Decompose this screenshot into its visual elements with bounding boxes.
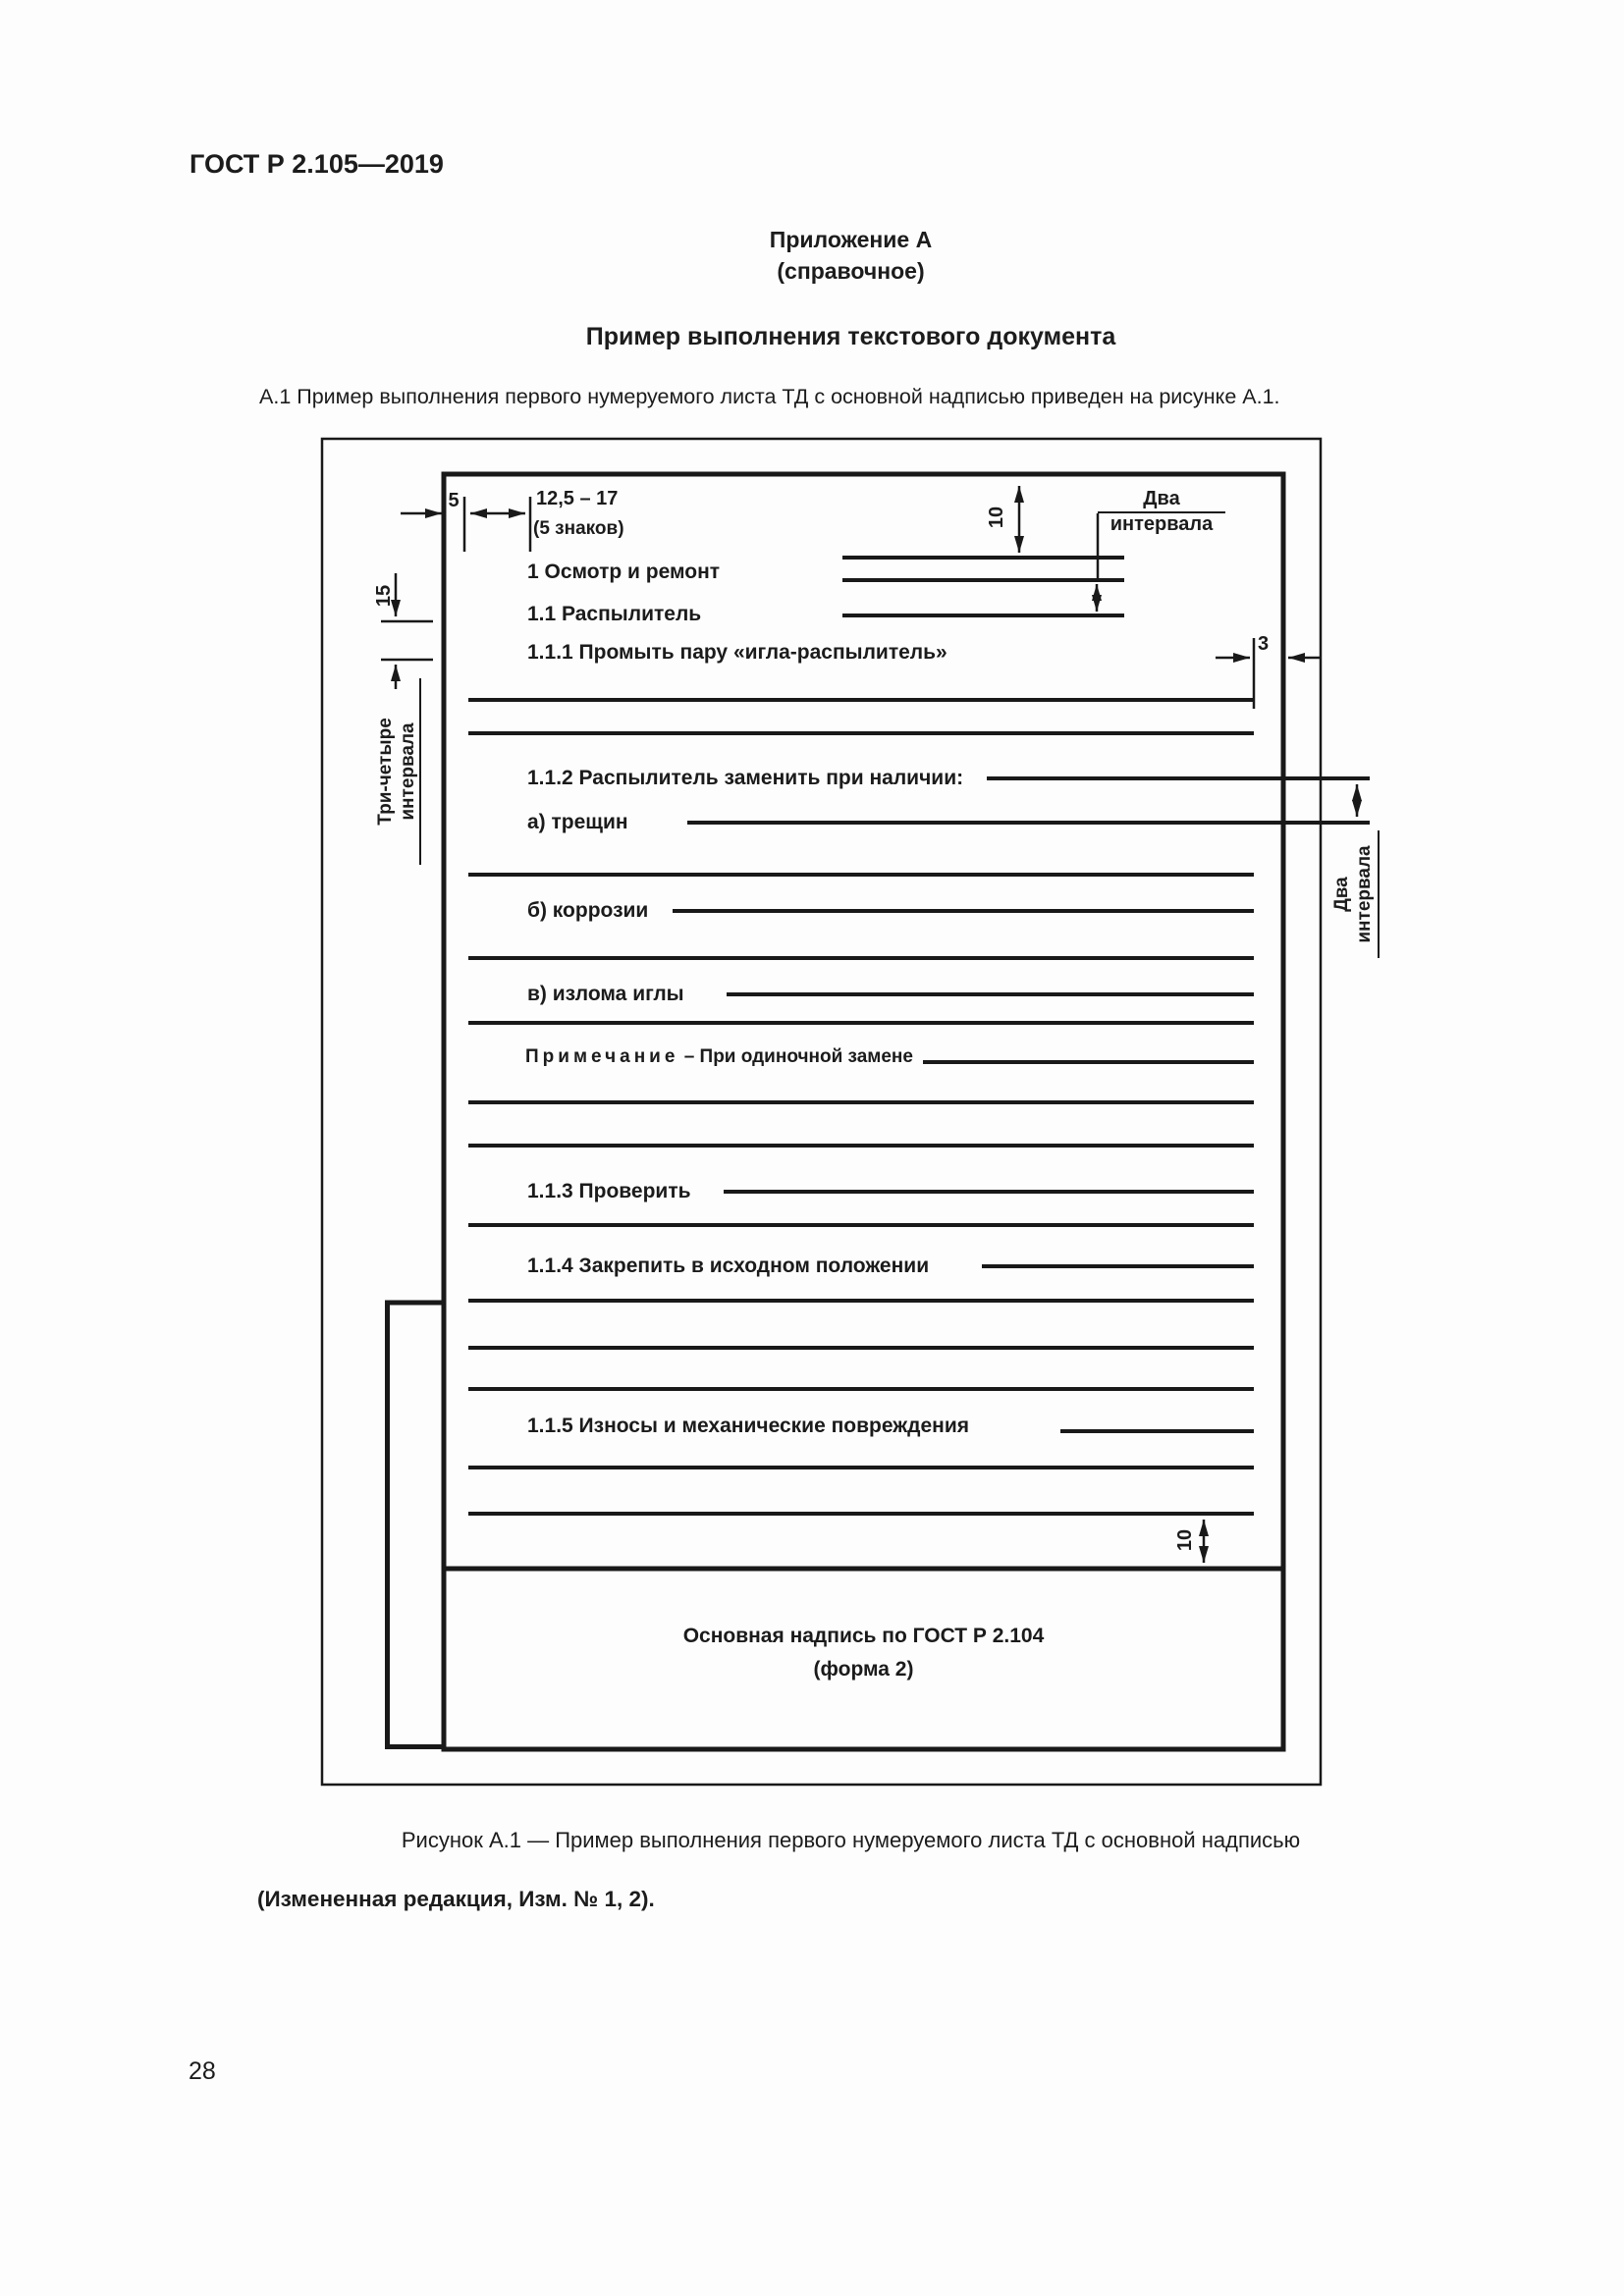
sample-para-1-1-4: 1.1.4 Закрепить в исходном положении <box>527 1255 930 1277</box>
sample-item-v: в) излома иглы <box>527 983 684 1005</box>
sample-item-a: а) трещин <box>527 811 628 833</box>
appendix-title: Пример выполнения текстового документа <box>585 323 1116 350</box>
appendix-label: Приложение А <box>769 227 933 252</box>
dim-label-5: 5 <box>448 490 460 511</box>
dim-label-two-intervals-right-line2: интервала <box>1354 845 1375 943</box>
title-block-line2: (форма 2) <box>813 1658 914 1681</box>
dim-label-three-four-intervals: Три-четыре интервала <box>374 678 421 865</box>
appendix-kind: (справочное) <box>777 258 925 284</box>
sample-para-1-1-3: 1.1.3 Проверить <box>527 1180 691 1202</box>
dim-label-two-intervals-right: Два интервала <box>1330 830 1380 958</box>
dim-label-3: 3 <box>1258 633 1270 655</box>
dim-label-three-four-line2: интервала <box>398 722 418 821</box>
sample-note-label: Примечание <box>525 1046 679 1067</box>
dim-label-two-intervals-top-line2: интервала <box>1110 513 1214 535</box>
dim-label-three-four-line1: Три-четыре <box>375 718 396 826</box>
dim-label-5-znakov: (5 знаков) <box>533 518 624 539</box>
sample-para-1-1-1: 1.1.1 Промыть пару «игла-распылитель» <box>527 641 947 664</box>
title-block-line1: Основная надпись по ГОСТ Р 2.104 <box>682 1625 1045 1647</box>
sample-heading-1-1: 1.1 Распылитель <box>527 603 702 625</box>
dim-label-12-5-17: 12,5 – 17 <box>536 488 619 509</box>
paragraph-a1: А.1 Пример выполнения первого нумеруемог… <box>259 385 1280 408</box>
sample-heading-1: 1 Осмотр и ремонт <box>527 561 721 583</box>
dim-label-10-bottom: 10 <box>1174 1528 1196 1552</box>
figure-caption: Рисунок А.1 — Пример выполнения первого … <box>401 1828 1301 1852</box>
dim-label-10-top: 10 <box>986 506 1007 529</box>
revision-note: (Измененная редакция, Изм. № 1, 2). <box>257 1887 655 1911</box>
running-header-doc-code: ГОСТ Р 2.105—2019 <box>189 149 444 179</box>
dim-label-two-intervals-top-line1: Два <box>1098 488 1225 513</box>
sample-para-1-1-2: 1.1.2 Распылитель заменить при наличии: <box>527 767 964 789</box>
dim-label-two-intervals-top: Два интервала <box>1098 488 1225 536</box>
dim-label-two-intervals-right-line1: Два <box>1331 877 1352 912</box>
dim-label-15: 15 <box>373 584 395 608</box>
sample-note: Примечание – При одиночной замене <box>525 1046 913 1068</box>
sample-note-rest: – При одиночной замене <box>683 1046 913 1067</box>
sample-para-1-1-5: 1.1.5 Износы и механические повреждения <box>527 1415 969 1437</box>
sample-item-b: б) коррозии <box>527 899 649 922</box>
page-number: 28 <box>189 2057 216 2085</box>
